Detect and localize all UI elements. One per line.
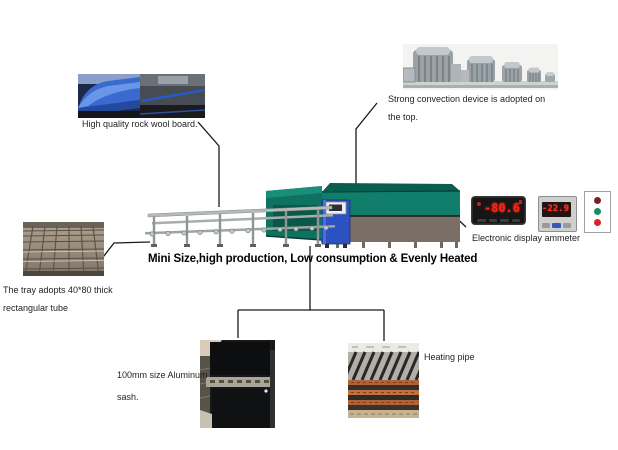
rock-wool-caption: High quality rock wool board.	[82, 119, 198, 129]
ammeter2-buttons	[542, 223, 571, 228]
laminating-machine-illustration	[140, 178, 470, 252]
indicator-light-green	[594, 208, 601, 215]
indicator-light-red	[594, 219, 601, 226]
sash-caption-line2: sash.	[117, 392, 139, 402]
tray-photo	[22, 222, 105, 277]
indicator-light-panel	[584, 191, 611, 233]
ammeter2-reading: -22.9	[541, 204, 569, 214]
ammeter1-indicator-dot	[477, 202, 481, 206]
convection-caption-line1: Strong convection device is adopted on	[388, 94, 546, 104]
ammeter-display-2: -22.9	[538, 196, 577, 232]
rock-wool-photo	[78, 74, 206, 118]
convection-caption-line2: the top.	[388, 112, 419, 122]
ammeter1-corner-mark	[519, 200, 522, 204]
ammeter-caption: Electronic display ammeter	[472, 233, 581, 243]
heating-pipe-photo	[342, 343, 430, 418]
tagline-text: Mini Size,high production, Low consumpti…	[148, 253, 478, 265]
convection-device-photo	[402, 44, 558, 90]
heating-pipe-caption: Heating pipe	[424, 352, 475, 362]
ammeter1-reading: -80.6	[483, 201, 520, 215]
indicator-light-maroon	[594, 197, 601, 204]
ammeter-display-1: -80.6	[472, 197, 525, 224]
ammeter1-buttons	[477, 219, 520, 222]
tray-caption-line1: The tray adopts 40*80 thick	[3, 285, 113, 295]
tray-caption-line2: rectangular tube	[3, 303, 69, 313]
sash-caption-line1: 100mm size Aluminum	[117, 370, 208, 380]
aluminum-sash-photo	[199, 340, 275, 428]
ammeter2-screen: -22.9	[542, 202, 571, 217]
